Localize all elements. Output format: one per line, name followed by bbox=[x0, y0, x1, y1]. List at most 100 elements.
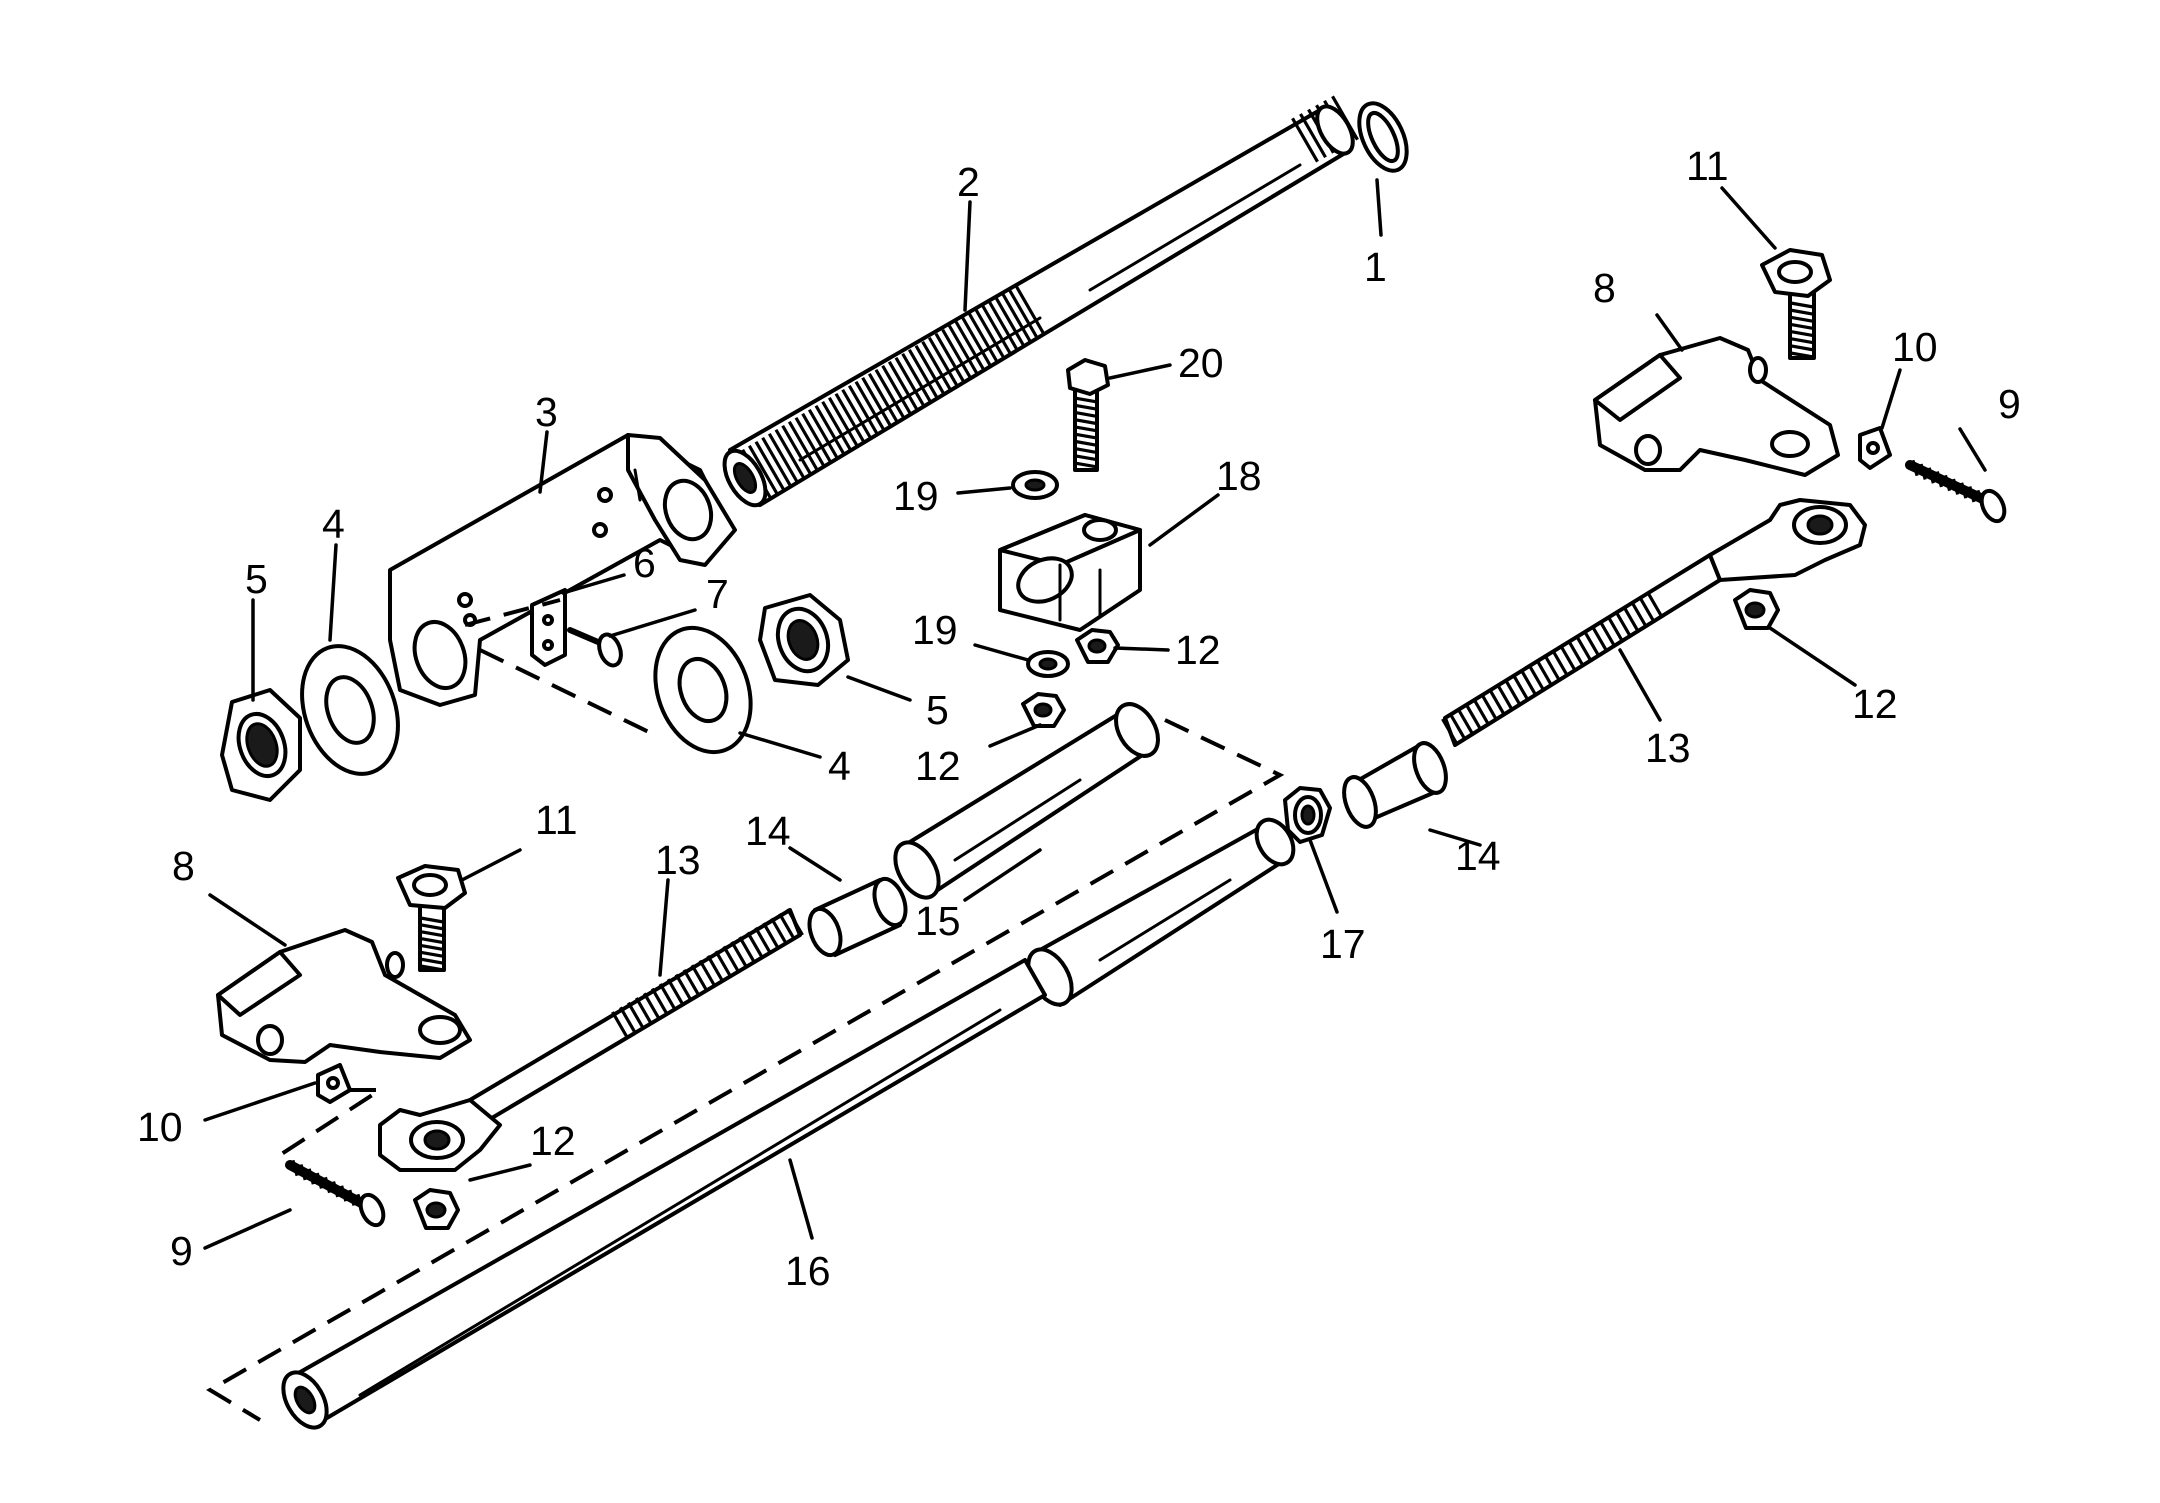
thread-line bbox=[1073, 432, 1099, 440]
hex-nut-part-5-right bbox=[758, 593, 850, 687]
callout-15: 15 bbox=[915, 898, 961, 944]
thread-line bbox=[307, 1168, 315, 1185]
thread-line bbox=[1496, 684, 1515, 712]
thread-line bbox=[1606, 615, 1625, 644]
bolt-part-11-right bbox=[1760, 248, 1832, 360]
thread-line bbox=[914, 344, 946, 396]
callout-6: 6 bbox=[633, 540, 656, 586]
callout-5b: 5 bbox=[926, 687, 949, 733]
thread-line bbox=[1788, 308, 1816, 316]
thread-line bbox=[1927, 467, 1935, 484]
pivot-block-part-8-left bbox=[216, 928, 472, 1064]
callout-11b: 11 bbox=[535, 797, 578, 843]
washer-part-19-top bbox=[1011, 470, 1059, 500]
thread-line bbox=[1788, 329, 1816, 338]
thread-line bbox=[611, 1011, 629, 1039]
thread-line bbox=[1007, 288, 1039, 340]
thread-line bbox=[881, 364, 913, 416]
thread-line bbox=[834, 392, 866, 444]
callout-9a: 9 bbox=[1998, 381, 2021, 427]
callout-5a: 5 bbox=[245, 556, 268, 602]
thread-line bbox=[1073, 461, 1099, 469]
callout-8a: 8 bbox=[1593, 265, 1616, 311]
thread-line bbox=[1788, 336, 1816, 345]
callout-12c: 12 bbox=[1852, 681, 1898, 727]
thread-line bbox=[874, 368, 906, 420]
thread-line bbox=[418, 916, 446, 924]
thread-line bbox=[747, 444, 779, 496]
thread-line bbox=[1788, 344, 1816, 352]
callout-9b: 9 bbox=[170, 1228, 193, 1274]
thread-line bbox=[1448, 713, 1467, 741]
thread-line bbox=[1504, 679, 1522, 707]
thread-line bbox=[1919, 463, 1927, 480]
steering-tube-part-2 bbox=[722, 95, 1359, 508]
clamp-block-part-18 bbox=[998, 513, 1142, 632]
washer-part-19-bottom bbox=[1026, 650, 1070, 678]
thread-line bbox=[619, 1006, 637, 1035]
thread-line bbox=[1073, 403, 1099, 411]
hex-nut-part-5-left bbox=[220, 688, 302, 802]
callout-10b: 10 bbox=[137, 1104, 183, 1150]
thread-line bbox=[934, 332, 966, 384]
thread-line bbox=[1952, 478, 1960, 495]
callout-14b: 14 bbox=[745, 808, 791, 854]
thread-line bbox=[807, 408, 839, 460]
thread-line bbox=[1968, 486, 1976, 503]
thread-line bbox=[967, 312, 999, 364]
thread-line bbox=[634, 997, 653, 1025]
screw-part-9-left bbox=[285, 1159, 386, 1228]
thread-line bbox=[1073, 454, 1099, 462]
clip-part-10-left bbox=[316, 1063, 352, 1104]
thread-line bbox=[854, 380, 886, 432]
thread-line bbox=[787, 420, 819, 472]
thread-line bbox=[418, 923, 446, 931]
callout-3: 3 bbox=[535, 389, 558, 435]
thread-line bbox=[722, 945, 741, 974]
callout-2: 2 bbox=[957, 159, 980, 205]
thread-line bbox=[921, 340, 953, 392]
thread-line bbox=[1472, 698, 1491, 727]
thread-line bbox=[887, 360, 919, 412]
clip-plate-part-6 bbox=[530, 588, 567, 667]
thread-line bbox=[1960, 482, 1968, 499]
thread-line bbox=[1646, 591, 1664, 619]
callout-18: 18 bbox=[1216, 453, 1262, 499]
callout-13a: 13 bbox=[1645, 725, 1691, 771]
thread-line bbox=[1788, 351, 1816, 359]
callout-12a: 12 bbox=[1175, 627, 1221, 673]
clip-part-10-right bbox=[1858, 426, 1892, 470]
thread-line bbox=[746, 931, 765, 960]
callout-7: 7 bbox=[706, 571, 729, 617]
thread-line bbox=[941, 328, 973, 380]
thread-line bbox=[418, 950, 446, 959]
tie-rod-end-part-13-left bbox=[378, 908, 804, 1172]
thread-line bbox=[774, 428, 806, 480]
thread-line bbox=[1622, 605, 1641, 634]
thread-line bbox=[1073, 410, 1099, 419]
thread-line bbox=[1480, 693, 1499, 722]
thread-line bbox=[1456, 708, 1475, 737]
thread-line bbox=[770, 917, 788, 946]
thread-line bbox=[1014, 284, 1046, 336]
callout-13b: 13 bbox=[655, 837, 701, 883]
thread-line bbox=[1001, 292, 1033, 344]
thread-line bbox=[867, 372, 899, 424]
callout-labels: 1 2 3 4 4 5 5 6 7 8 8 9 9 10 10 11 11 12… bbox=[137, 143, 2021, 1294]
thread-line bbox=[786, 908, 804, 936]
thread-line bbox=[907, 348, 939, 400]
thread-line bbox=[994, 296, 1026, 348]
thread-line bbox=[1935, 471, 1943, 488]
thread-line bbox=[1519, 669, 1538, 697]
o-ring-part-1 bbox=[1357, 101, 1409, 173]
screw-part-7 bbox=[567, 627, 623, 668]
thread-line bbox=[299, 1164, 307, 1181]
thread-line bbox=[730, 940, 749, 969]
thread-line bbox=[291, 1159, 299, 1177]
thread-line bbox=[1559, 644, 1578, 673]
thread-line bbox=[974, 308, 1006, 360]
thread-line bbox=[1527, 664, 1546, 693]
thread-line bbox=[821, 400, 853, 452]
thread-line bbox=[961, 316, 993, 368]
